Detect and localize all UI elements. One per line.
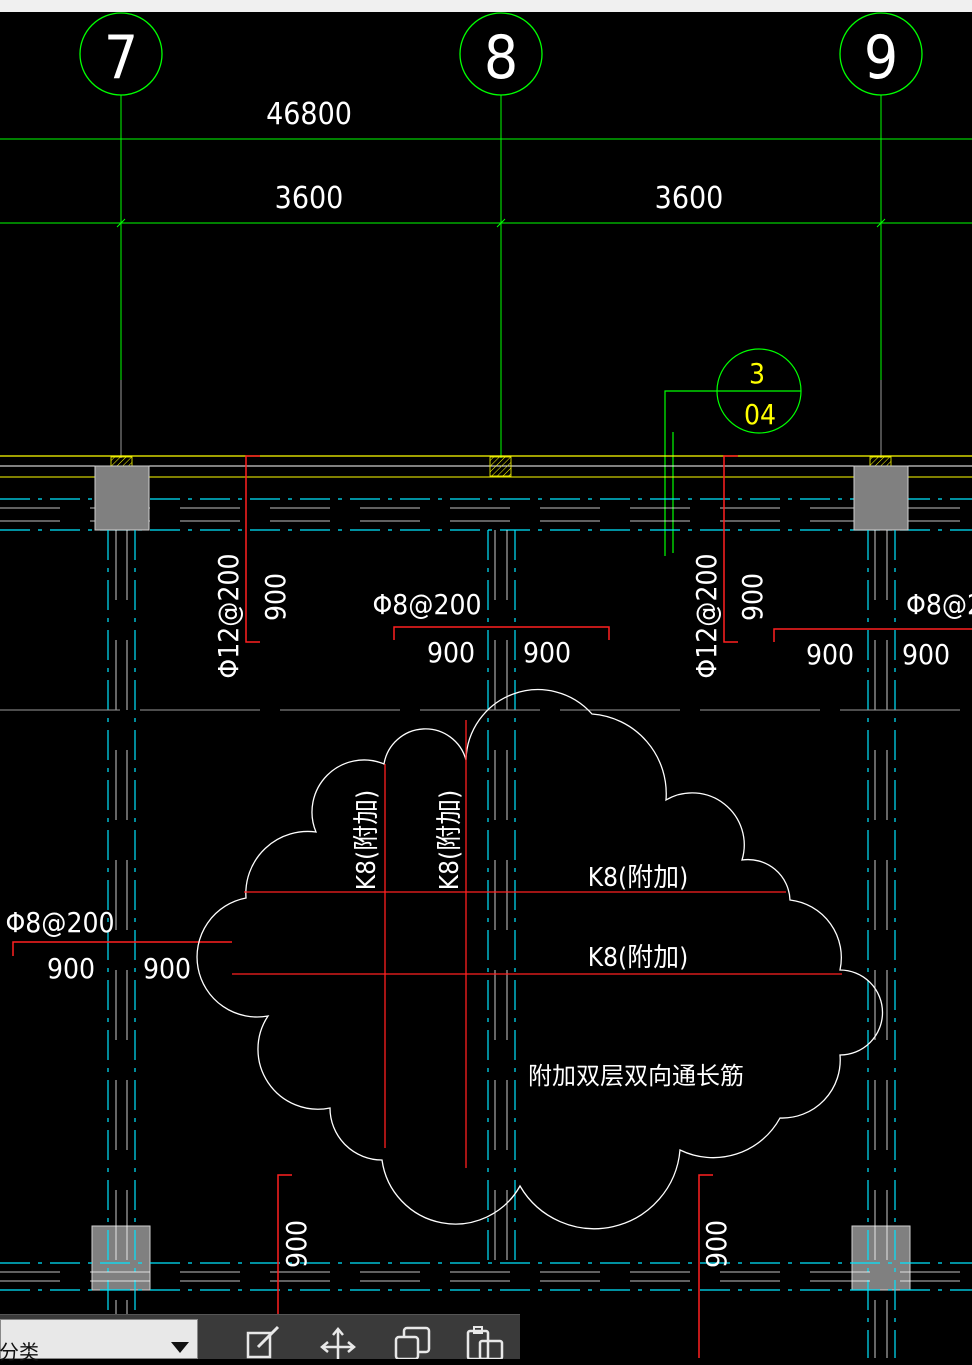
rebar-right-vertical-spec: Φ12@200 <box>690 553 723 678</box>
dimension-span-7-8: 3600 <box>275 181 344 216</box>
beam-axis-9[interactable] <box>867 530 896 1358</box>
top-beam[interactable] <box>0 455 972 531</box>
move-icon <box>320 1327 356 1359</box>
dimension-lines <box>0 138 972 228</box>
chevron-down-icon[interactable] <box>171 1342 189 1353</box>
rebar-left-vertical-length: 900 <box>259 573 292 621</box>
cloud-vertical-rebar-1: K8(附加) <box>352 790 382 890</box>
rebar-right-top[interactable]: Φ8@2 900 900 <box>773 588 972 671</box>
rebar-right-top-spec: Φ8@2 <box>906 588 972 621</box>
axis-label-7: 7 <box>104 23 138 93</box>
rebar-left-vertical[interactable]: Φ12@200 900 <box>212 455 292 679</box>
paste-icon <box>466 1326 504 1359</box>
rebar-left-mid[interactable]: Φ8@200 900 900 <box>5 906 232 985</box>
axis-bubble-9[interactable]: 9 <box>839 12 923 96</box>
axis-lines-grey <box>120 380 882 458</box>
revision-cloud[interactable]: K8(附加) K8(附加) K8(附加) K8(附加) 附加双层双向通长筋 <box>196 688 884 1230</box>
column-bottom-9[interactable] <box>851 1225 911 1291</box>
move-button[interactable] <box>314 1323 362 1359</box>
section-marker[interactable]: 3 04 <box>664 348 802 556</box>
copy-button[interactable] <box>390 1323 438 1359</box>
edit-button[interactable] <box>240 1323 288 1359</box>
section-number: 3 <box>749 357 765 390</box>
rebar-mid-top-right: 900 <box>523 636 571 669</box>
axis-label-8: 8 <box>484 23 518 93</box>
beam-axis-8[interactable] <box>487 530 516 1265</box>
column-top-7[interactable] <box>94 465 150 531</box>
paste-button[interactable] <box>462 1323 510 1359</box>
bottom-beam[interactable] <box>0 1262 972 1291</box>
axis-bubble-7[interactable]: 7 <box>79 12 163 96</box>
rebar-mid-top[interactable]: Φ8@200 900 900 <box>372 588 610 669</box>
rebar-left-mid-right: 900 <box>143 952 191 985</box>
layer-category-label: 分类 <box>0 1340 39 1364</box>
rebar-bottom-left-length: 900 <box>280 1220 313 1268</box>
cloud-horizontal-rebar-1: K8(附加) <box>588 863 688 893</box>
cad-drawing-canvas[interactable]: 7 8 9 46800 3600 3600 3 04 <box>0 12 972 1358</box>
rebar-bottom-left[interactable]: 900 <box>277 1174 313 1358</box>
rebar-right-vertical-length: 900 <box>736 573 769 621</box>
axis-label-9: 9 <box>864 23 898 93</box>
cloud-note: 附加双层双向通长筋 <box>528 1062 744 1090</box>
edit-icon <box>246 1325 280 1359</box>
dimension-span-8-9: 3600 <box>655 181 724 216</box>
title-strip <box>0 0 972 12</box>
section-sheet: 04 <box>744 398 776 431</box>
copy-icon <box>394 1326 431 1359</box>
rebar-left-mid-left: 900 <box>47 952 95 985</box>
rebar-left-vertical-spec: Φ12@200 <box>212 553 245 678</box>
rebar-right-vertical[interactable]: Φ12@200 900 <box>690 455 769 679</box>
cloud-horizontal-rebar-2: K8(附加) <box>588 943 688 973</box>
rebar-bottom-right-length: 900 <box>700 1220 733 1268</box>
rebar-mid-top-spec: Φ8@200 <box>372 588 481 621</box>
rebar-bottom-right[interactable]: 900 <box>698 1174 733 1358</box>
rebar-right-top-left: 900 <box>806 638 854 671</box>
beam-axis-7[interactable] <box>107 530 136 1358</box>
dimension-overall: 46800 <box>266 97 352 132</box>
hatch-8 <box>489 456 512 477</box>
axis-bubble-8[interactable]: 8 <box>459 12 543 96</box>
rebar-right-top-right: 900 <box>902 638 950 671</box>
column-top-9[interactable] <box>853 465 909 531</box>
column-bottom-7[interactable] <box>91 1225 151 1291</box>
layer-category-select[interactable]: 分类 <box>0 1319 198 1364</box>
rebar-mid-top-left: 900 <box>427 636 475 669</box>
bottom-toolbar: 分类 <box>0 1314 520 1364</box>
cloud-vertical-rebar-2: K8(附加) <box>435 790 465 890</box>
rebar-left-mid-spec: Φ8@200 <box>5 906 114 939</box>
